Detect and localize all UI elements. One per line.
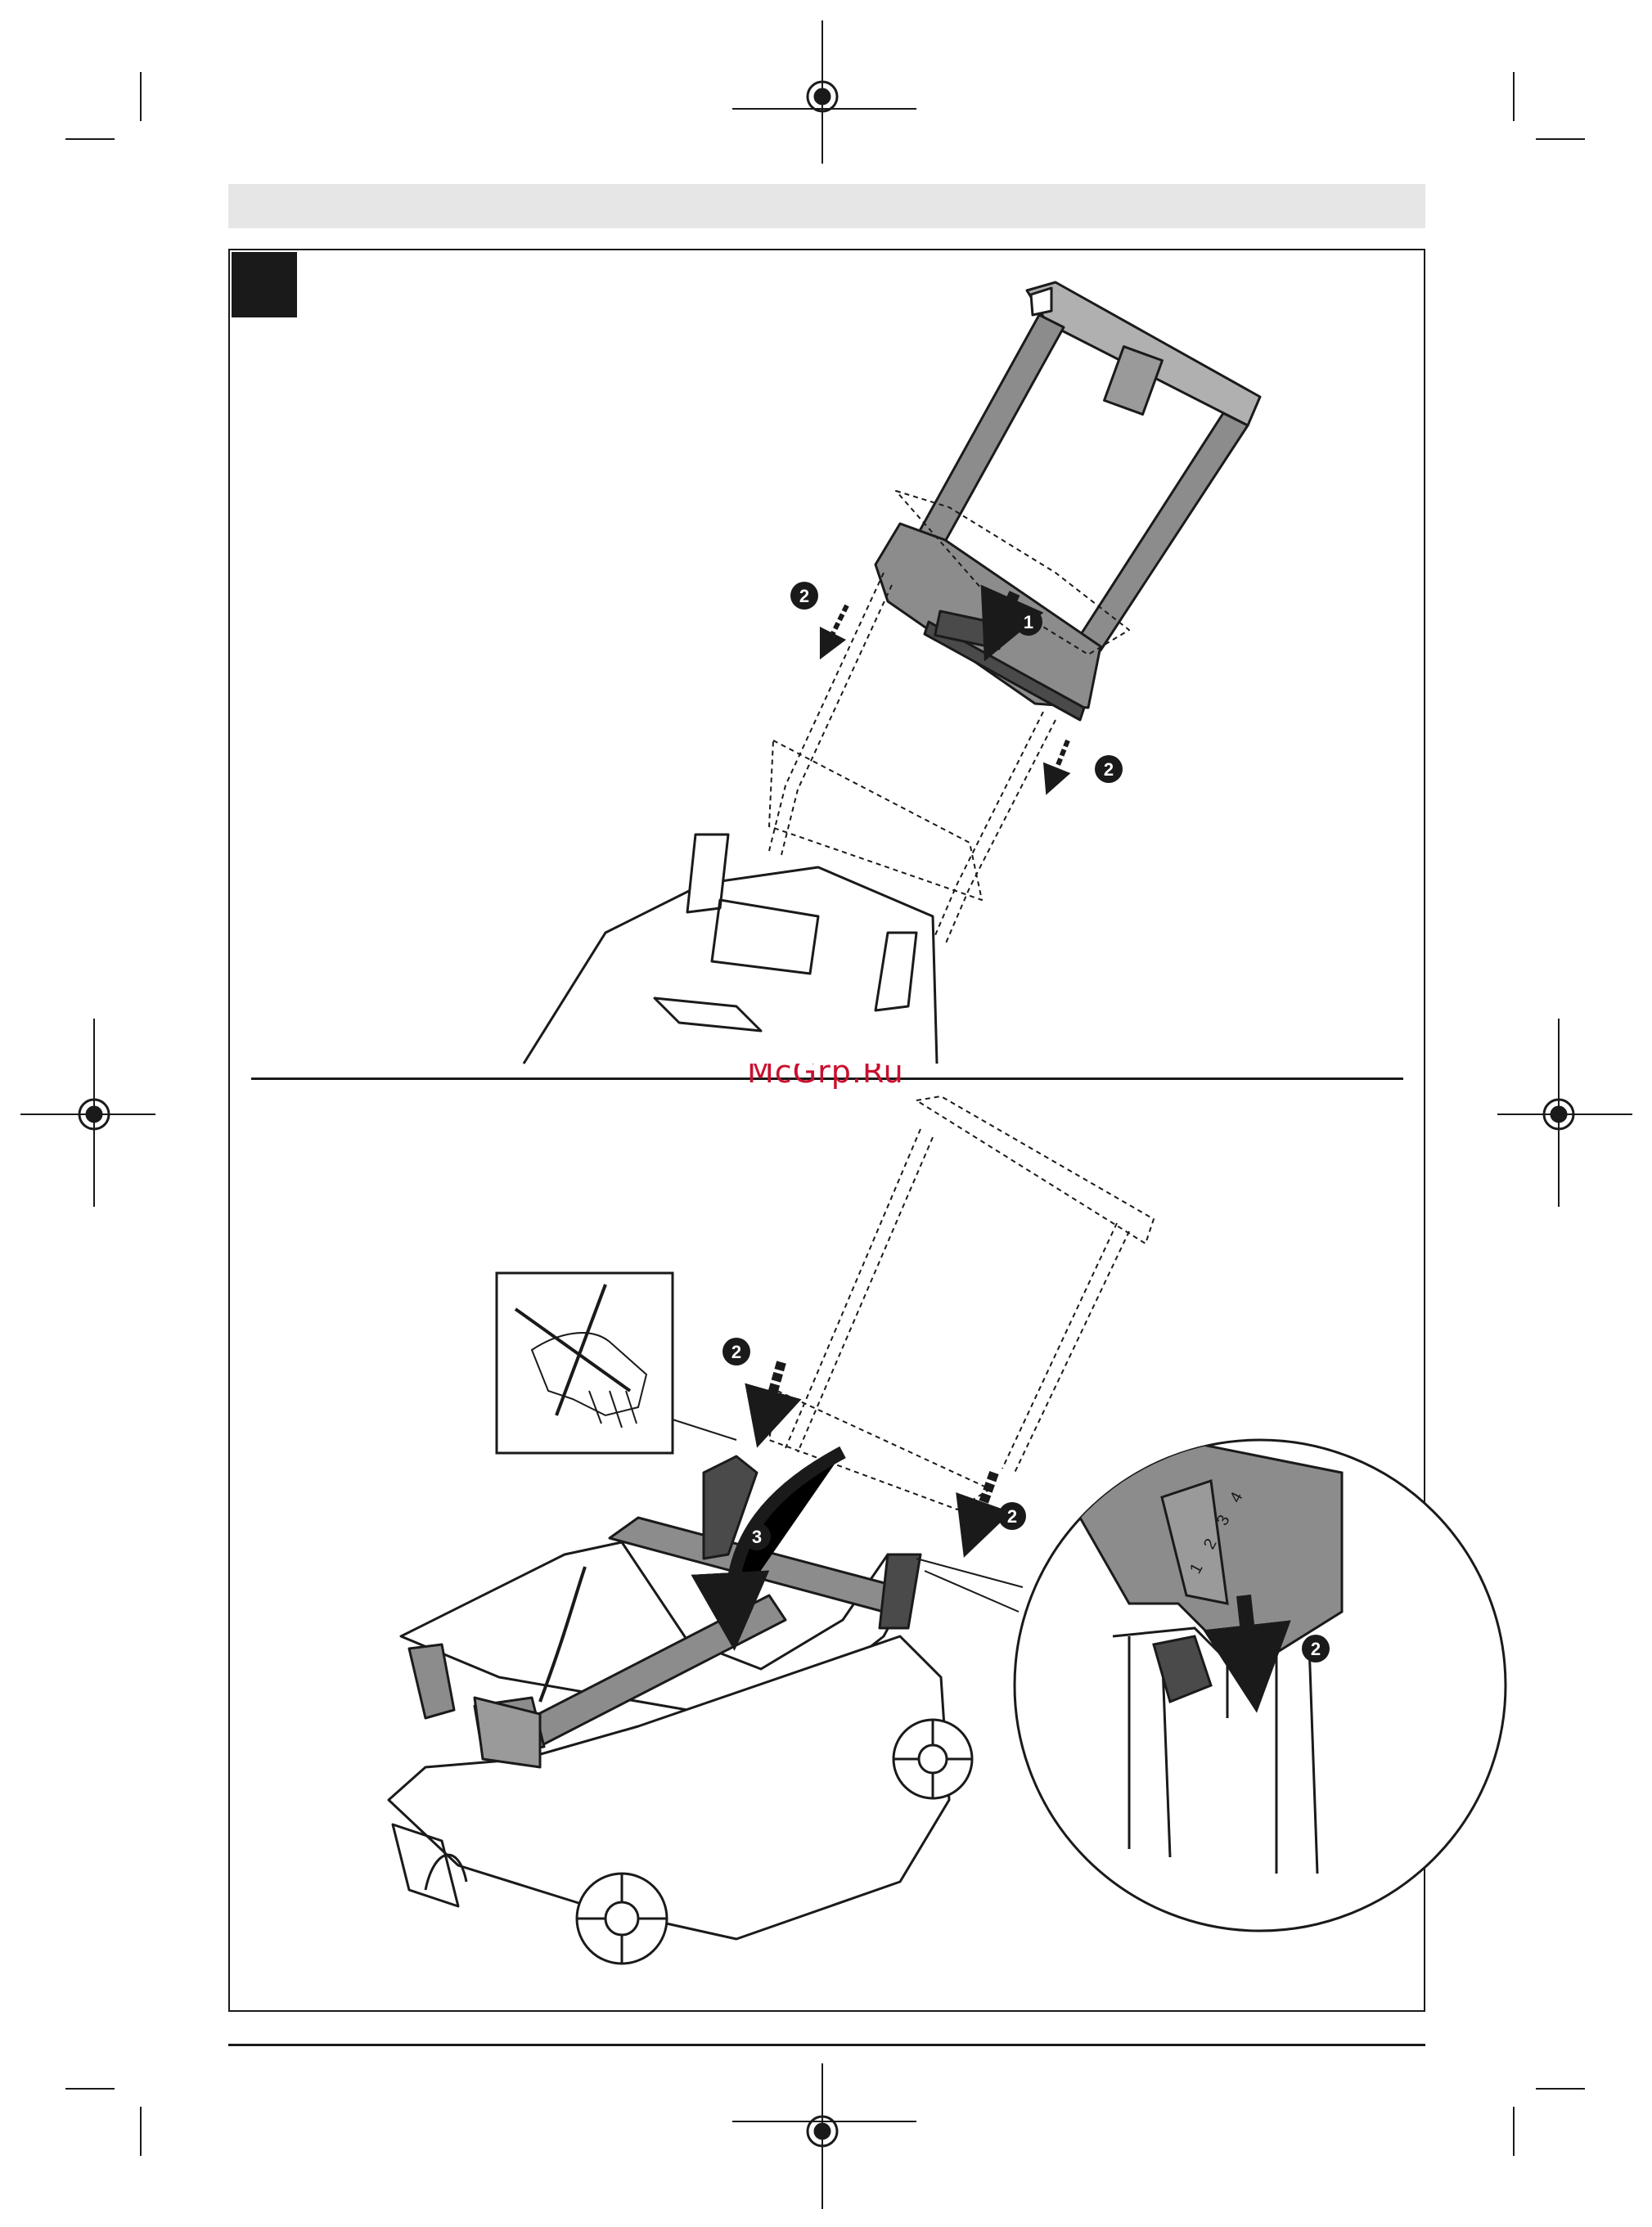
- svg-text:1: 1: [1024, 612, 1033, 632]
- svg-text:2: 2: [731, 1342, 741, 1362]
- step-marker-2-bottom-left: 2: [722, 1338, 750, 1365]
- svg-text:3: 3: [752, 1527, 762, 1547]
- svg-text:2: 2: [1104, 759, 1114, 780]
- step-marker-2-top-left: 2: [790, 582, 818, 610]
- no-hand-warning-icon: [497, 1273, 736, 1453]
- step-marker-2-top-right: 2: [1095, 755, 1123, 783]
- step-marker-3: 3: [743, 1523, 771, 1550]
- svg-text:2: 2: [799, 586, 809, 606]
- step-marker-2-detail: 2: [1302, 1635, 1330, 1662]
- top-illustration: [524, 282, 1260, 1064]
- svg-text:2: 2: [1007, 1506, 1017, 1527]
- step-marker-1-top: 1: [1015, 608, 1042, 636]
- step-marker-2-bottom-right: 2: [998, 1502, 1026, 1530]
- svg-text:2: 2: [1311, 1639, 1321, 1659]
